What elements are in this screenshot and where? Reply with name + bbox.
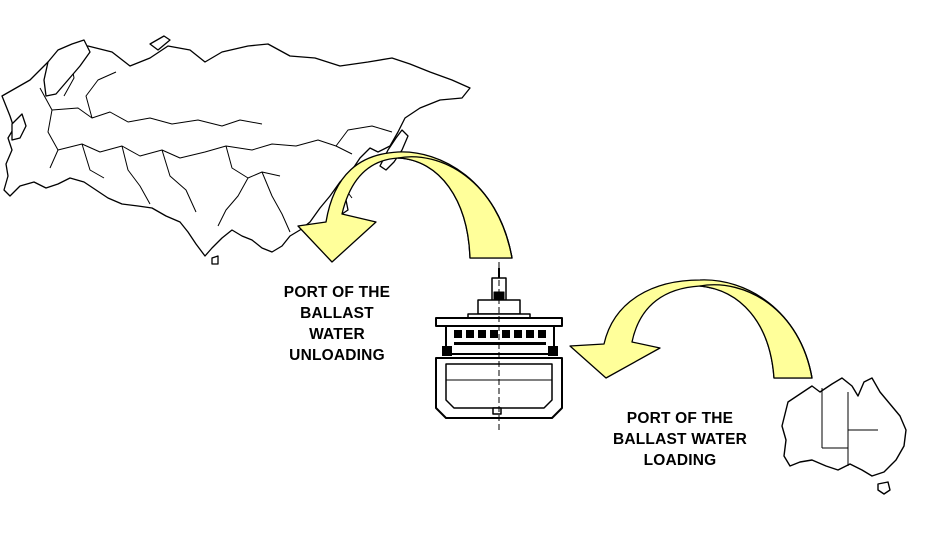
loading-arrow-edge bbox=[699, 284, 813, 379]
unloading-label-line: BALLAST bbox=[300, 305, 374, 322]
loading-arrow-body bbox=[569, 279, 813, 379]
unloading-label-line: WATER bbox=[309, 326, 365, 343]
tasmania bbox=[877, 481, 891, 495]
scandinavia bbox=[43, 39, 91, 97]
loading-label-line: PORT OF THE bbox=[626, 410, 734, 427]
australia-outline bbox=[781, 377, 907, 477]
unloading-arrow-body bbox=[297, 151, 513, 263]
unloading-arrow bbox=[297, 151, 513, 263]
unloading-arrow-edge bbox=[397, 156, 513, 259]
australia-map bbox=[781, 377, 907, 495]
state-borders bbox=[821, 388, 878, 466]
ship-inner-hull bbox=[445, 363, 553, 409]
eurasia-outline bbox=[1, 43, 471, 257]
eurasia-map bbox=[1, 35, 471, 265]
british-isles bbox=[11, 113, 27, 141]
ship-windows bbox=[442, 330, 558, 356]
loading-label-line: BALLAST WATER bbox=[612, 431, 748, 448]
novaya-zemlya bbox=[149, 35, 171, 51]
sri-lanka bbox=[211, 255, 219, 265]
unloading-label-line: UNLOADING bbox=[289, 347, 385, 364]
loading-port-label: PORT OF THE BALLAST WATER LOADING bbox=[596, 408, 764, 471]
unloading-label-line: PORT OF THE bbox=[283, 284, 391, 301]
loading-label-line: LOADING bbox=[643, 452, 717, 469]
ship-cross-section-icon bbox=[435, 262, 563, 430]
loading-arrow bbox=[569, 279, 813, 379]
unloading-port-label: PORT OF THE BALLAST WATER UNLOADING bbox=[262, 282, 412, 366]
